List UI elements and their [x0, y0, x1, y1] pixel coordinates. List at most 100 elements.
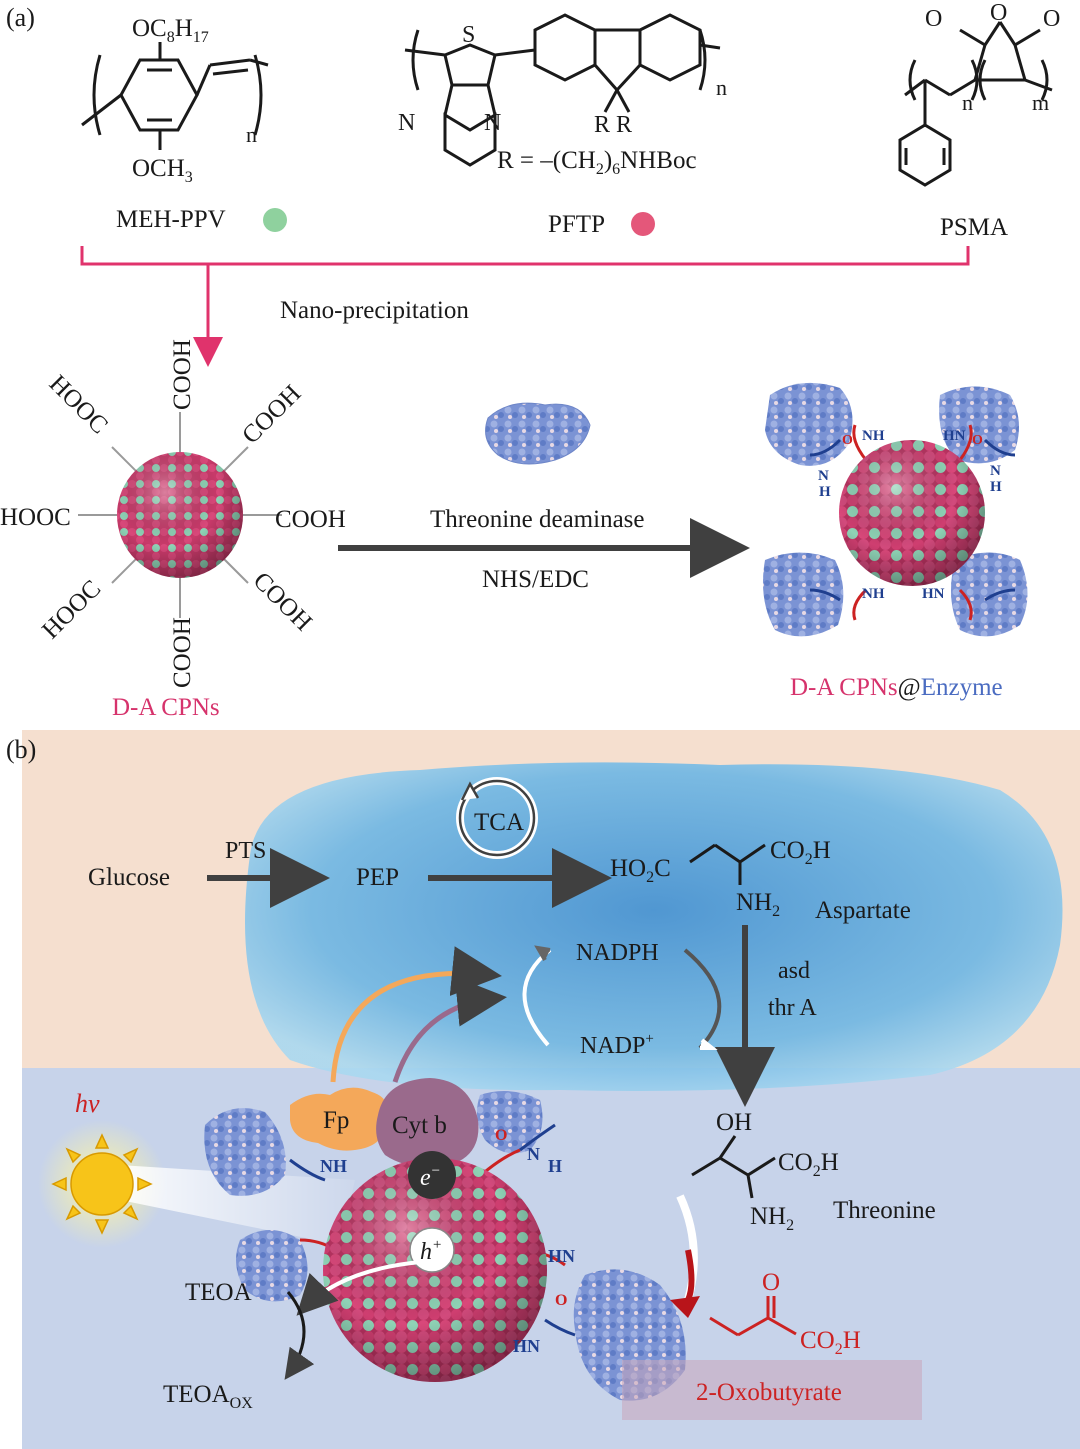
- panel-a-label: (a): [6, 3, 35, 32]
- pep-label: PEP: [356, 864, 399, 891]
- psma-o3: O: [1043, 6, 1060, 32]
- reaction-reagent-label: NHS/EDC: [482, 566, 589, 593]
- particle-label: D-A CPNs: [112, 694, 220, 721]
- fp-protein-shape: [290, 1087, 386, 1151]
- tca-label: TCA: [474, 809, 524, 836]
- meh-ppv-sub-top: OC8H17: [132, 15, 209, 46]
- amide-o-2: O: [972, 433, 983, 448]
- aspartate-name: Aspartate: [815, 897, 911, 924]
- product-label: D-A CPNs@Enzyme: [790, 674, 1003, 701]
- amide-nh-2: NH: [862, 586, 885, 602]
- cytb-label: Cyt b: [392, 1112, 447, 1139]
- meh-ppv-dot: [263, 208, 287, 232]
- oxobutyrate-name: 2-Oxobutyrate: [696, 1379, 842, 1406]
- aspartate-left-group: HO2C: [610, 855, 671, 886]
- nadph-cycle-arrows: [522, 945, 722, 1050]
- threonine-carboxyl: CO2H: [778, 1149, 839, 1180]
- psma-structure: [898, 21, 1053, 187]
- cytb-protein-shape: [376, 1078, 479, 1168]
- meh-ppv-name: MEH-PPV: [116, 206, 226, 233]
- amide-nh-1: NH: [862, 428, 885, 444]
- group-cooh-top: COOH: [169, 339, 196, 410]
- psma-o2: O: [990, 0, 1007, 26]
- step-nano-precipitation: Nano-precipitation: [280, 297, 469, 324]
- psma-repeat-m: m: [1032, 90, 1049, 115]
- da-cpn-particle: [78, 412, 282, 618]
- hv-label: hv: [75, 1089, 100, 1118]
- group-cooh-bottom: COOH: [169, 617, 196, 688]
- nadph-label: NADPH: [576, 940, 659, 966]
- oxobutyrate-carboxyl: CO2H: [800, 1327, 861, 1358]
- electron-badge: [408, 1151, 456, 1199]
- panel-b-label: (b): [6, 735, 36, 764]
- pftp-r-labels: R R: [594, 112, 632, 138]
- teoa-ox-label: TEOAOX: [163, 1381, 253, 1412]
- oxobutyrate-oxygen: O: [762, 1269, 780, 1296]
- amide-hn-2: HN: [922, 586, 945, 602]
- enzyme-asd: asd: [778, 958, 810, 984]
- threonine-name: Threonine: [833, 1197, 936, 1224]
- teoa-arrow-white: [296, 1260, 421, 1316]
- enzyme-icon: [485, 402, 591, 465]
- amide-n-left: N: [818, 468, 829, 484]
- pftp-name: PFTP: [548, 211, 605, 238]
- threonine-to-oxobutyrate-arrowhead: [670, 1296, 700, 1318]
- amide-b-nh-1: NH: [320, 1156, 347, 1176]
- amide-hn-1: HN: [943, 428, 966, 444]
- amide-b-h-1: H: [548, 1156, 562, 1176]
- fp-orange-arrow: [330, 946, 502, 1083]
- amide-n-right: N: [990, 463, 1001, 479]
- threonine-red-stroke: [685, 1249, 695, 1302]
- meh-ppv-sub-bottom: OCH3: [132, 155, 193, 186]
- oxobutyrate-bonds: [709, 1296, 797, 1337]
- amide-b-o-1: O: [495, 1127, 507, 1144]
- electron-label: e−: [420, 1163, 441, 1191]
- pftp-atom-s: S: [462, 22, 475, 48]
- threonine-oh: OH: [716, 1109, 752, 1136]
- amide-h-right: H: [990, 479, 1002, 495]
- pts-label: PTS: [225, 838, 266, 864]
- conjugate-product: [762, 382, 1028, 637]
- oxobutyrate-label-box: [622, 1360, 922, 1420]
- pftp-atom-n1: N: [398, 110, 415, 136]
- teoa-label: TEOA: [185, 1279, 252, 1306]
- threonine-amine: NH2: [750, 1203, 794, 1234]
- psma-repeat-n: n: [962, 90, 973, 115]
- meh-ppv-repeat-n: n: [246, 122, 257, 147]
- group-cooh-topright: COOH: [237, 380, 306, 449]
- amide-b-o-2: O: [555, 1292, 567, 1309]
- enzyme-thra: thr A: [768, 995, 817, 1021]
- cytb-purple-arrow: [392, 976, 507, 1083]
- glucose-label: Glucose: [88, 864, 170, 891]
- tca-cycle-icon: [456, 777, 538, 859]
- amide-b-hn-3: HN: [513, 1336, 540, 1356]
- fp-label: Fp: [323, 1107, 349, 1134]
- aspartate-right-group: CO2H: [770, 837, 831, 868]
- light-beam: [120, 1165, 355, 1245]
- aspartate-amine: NH2: [736, 889, 780, 920]
- psma-o1: O: [925, 6, 942, 32]
- pftp-dot: [631, 212, 655, 236]
- group-hooc-bottomleft: HOOC: [37, 575, 106, 644]
- pftp-atom-n2: N: [484, 110, 501, 136]
- amide-b-n-1: N: [527, 1144, 540, 1164]
- group-hooc-topleft: HOOC: [44, 370, 113, 439]
- amide-o-1: O: [842, 433, 853, 448]
- group-hooc-left: HOOC: [0, 504, 71, 531]
- reaction-enzyme-label: Threonine deaminase: [430, 506, 645, 533]
- pftp-r-definition: R = –(CH2)6NHBoc: [497, 147, 697, 178]
- sun-icon: [51, 1133, 153, 1235]
- pftp-repeat-n: n: [716, 75, 727, 100]
- threonine-bonds: [691, 1135, 776, 1199]
- group-cooh-right: COOH: [275, 506, 346, 533]
- aspartate-bonds: [689, 843, 766, 885]
- pftp-structure: [404, 13, 721, 167]
- nadp-label: NADP+: [580, 1031, 654, 1059]
- amide-h-left: H: [819, 484, 831, 500]
- precursor-bracket: [80, 246, 970, 367]
- hole-label: h+: [420, 1237, 442, 1265]
- amide-b-hn-2: HN: [548, 1246, 575, 1266]
- group-cooh-bottomright: COOH: [248, 567, 317, 636]
- meh-ppv-structure: [81, 42, 269, 150]
